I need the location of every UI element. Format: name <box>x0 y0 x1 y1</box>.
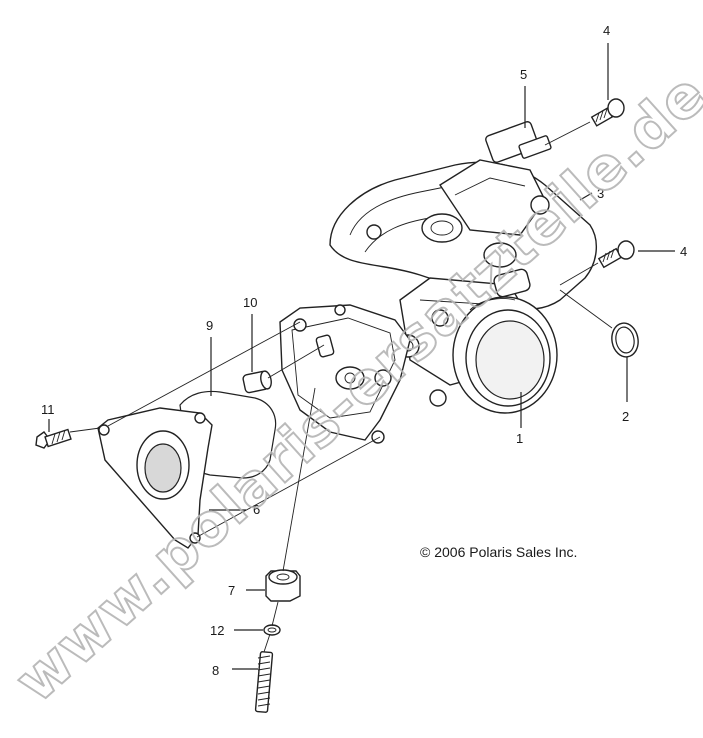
callout-labels: 1 2 3 4 4 5 6 7 8 9 10 11 12 <box>41 23 687 678</box>
watermark-text: www.polaris-ersatzteile.de <box>2 60 703 716</box>
callout-2: 2 <box>622 409 629 424</box>
callout-8: 8 <box>212 663 219 678</box>
screw-part-4-top <box>590 98 625 127</box>
copyright-notice: © 2006 Polaris Sales Inc. <box>420 544 577 560</box>
cover-plate <box>279 304 411 444</box>
callout-7: 7 <box>228 583 235 598</box>
end-cover <box>97 407 213 549</box>
plug-part <box>242 370 272 394</box>
screw-part-4-right <box>597 240 635 269</box>
callout-4-top: 4 <box>603 23 610 38</box>
callout-10: 10 <box>243 295 257 310</box>
screw-part-11 <box>35 428 72 449</box>
callout-12: 12 <box>210 623 224 638</box>
callout-5: 5 <box>520 67 527 82</box>
callout-4-right: 4 <box>680 244 687 259</box>
callout-9: 9 <box>206 318 213 333</box>
washer-part-12 <box>263 624 281 636</box>
screw-part-8 <box>254 651 274 713</box>
throttle-body-assembly <box>329 121 597 414</box>
cap-part-7 <box>265 569 301 602</box>
callout-3: 3 <box>597 186 604 201</box>
leader-lines <box>48 43 675 670</box>
o-ring-part-2 <box>611 322 639 358</box>
callout-1: 1 <box>516 431 523 446</box>
callout-6: 6 <box>253 502 260 517</box>
callout-11: 11 <box>41 402 55 417</box>
